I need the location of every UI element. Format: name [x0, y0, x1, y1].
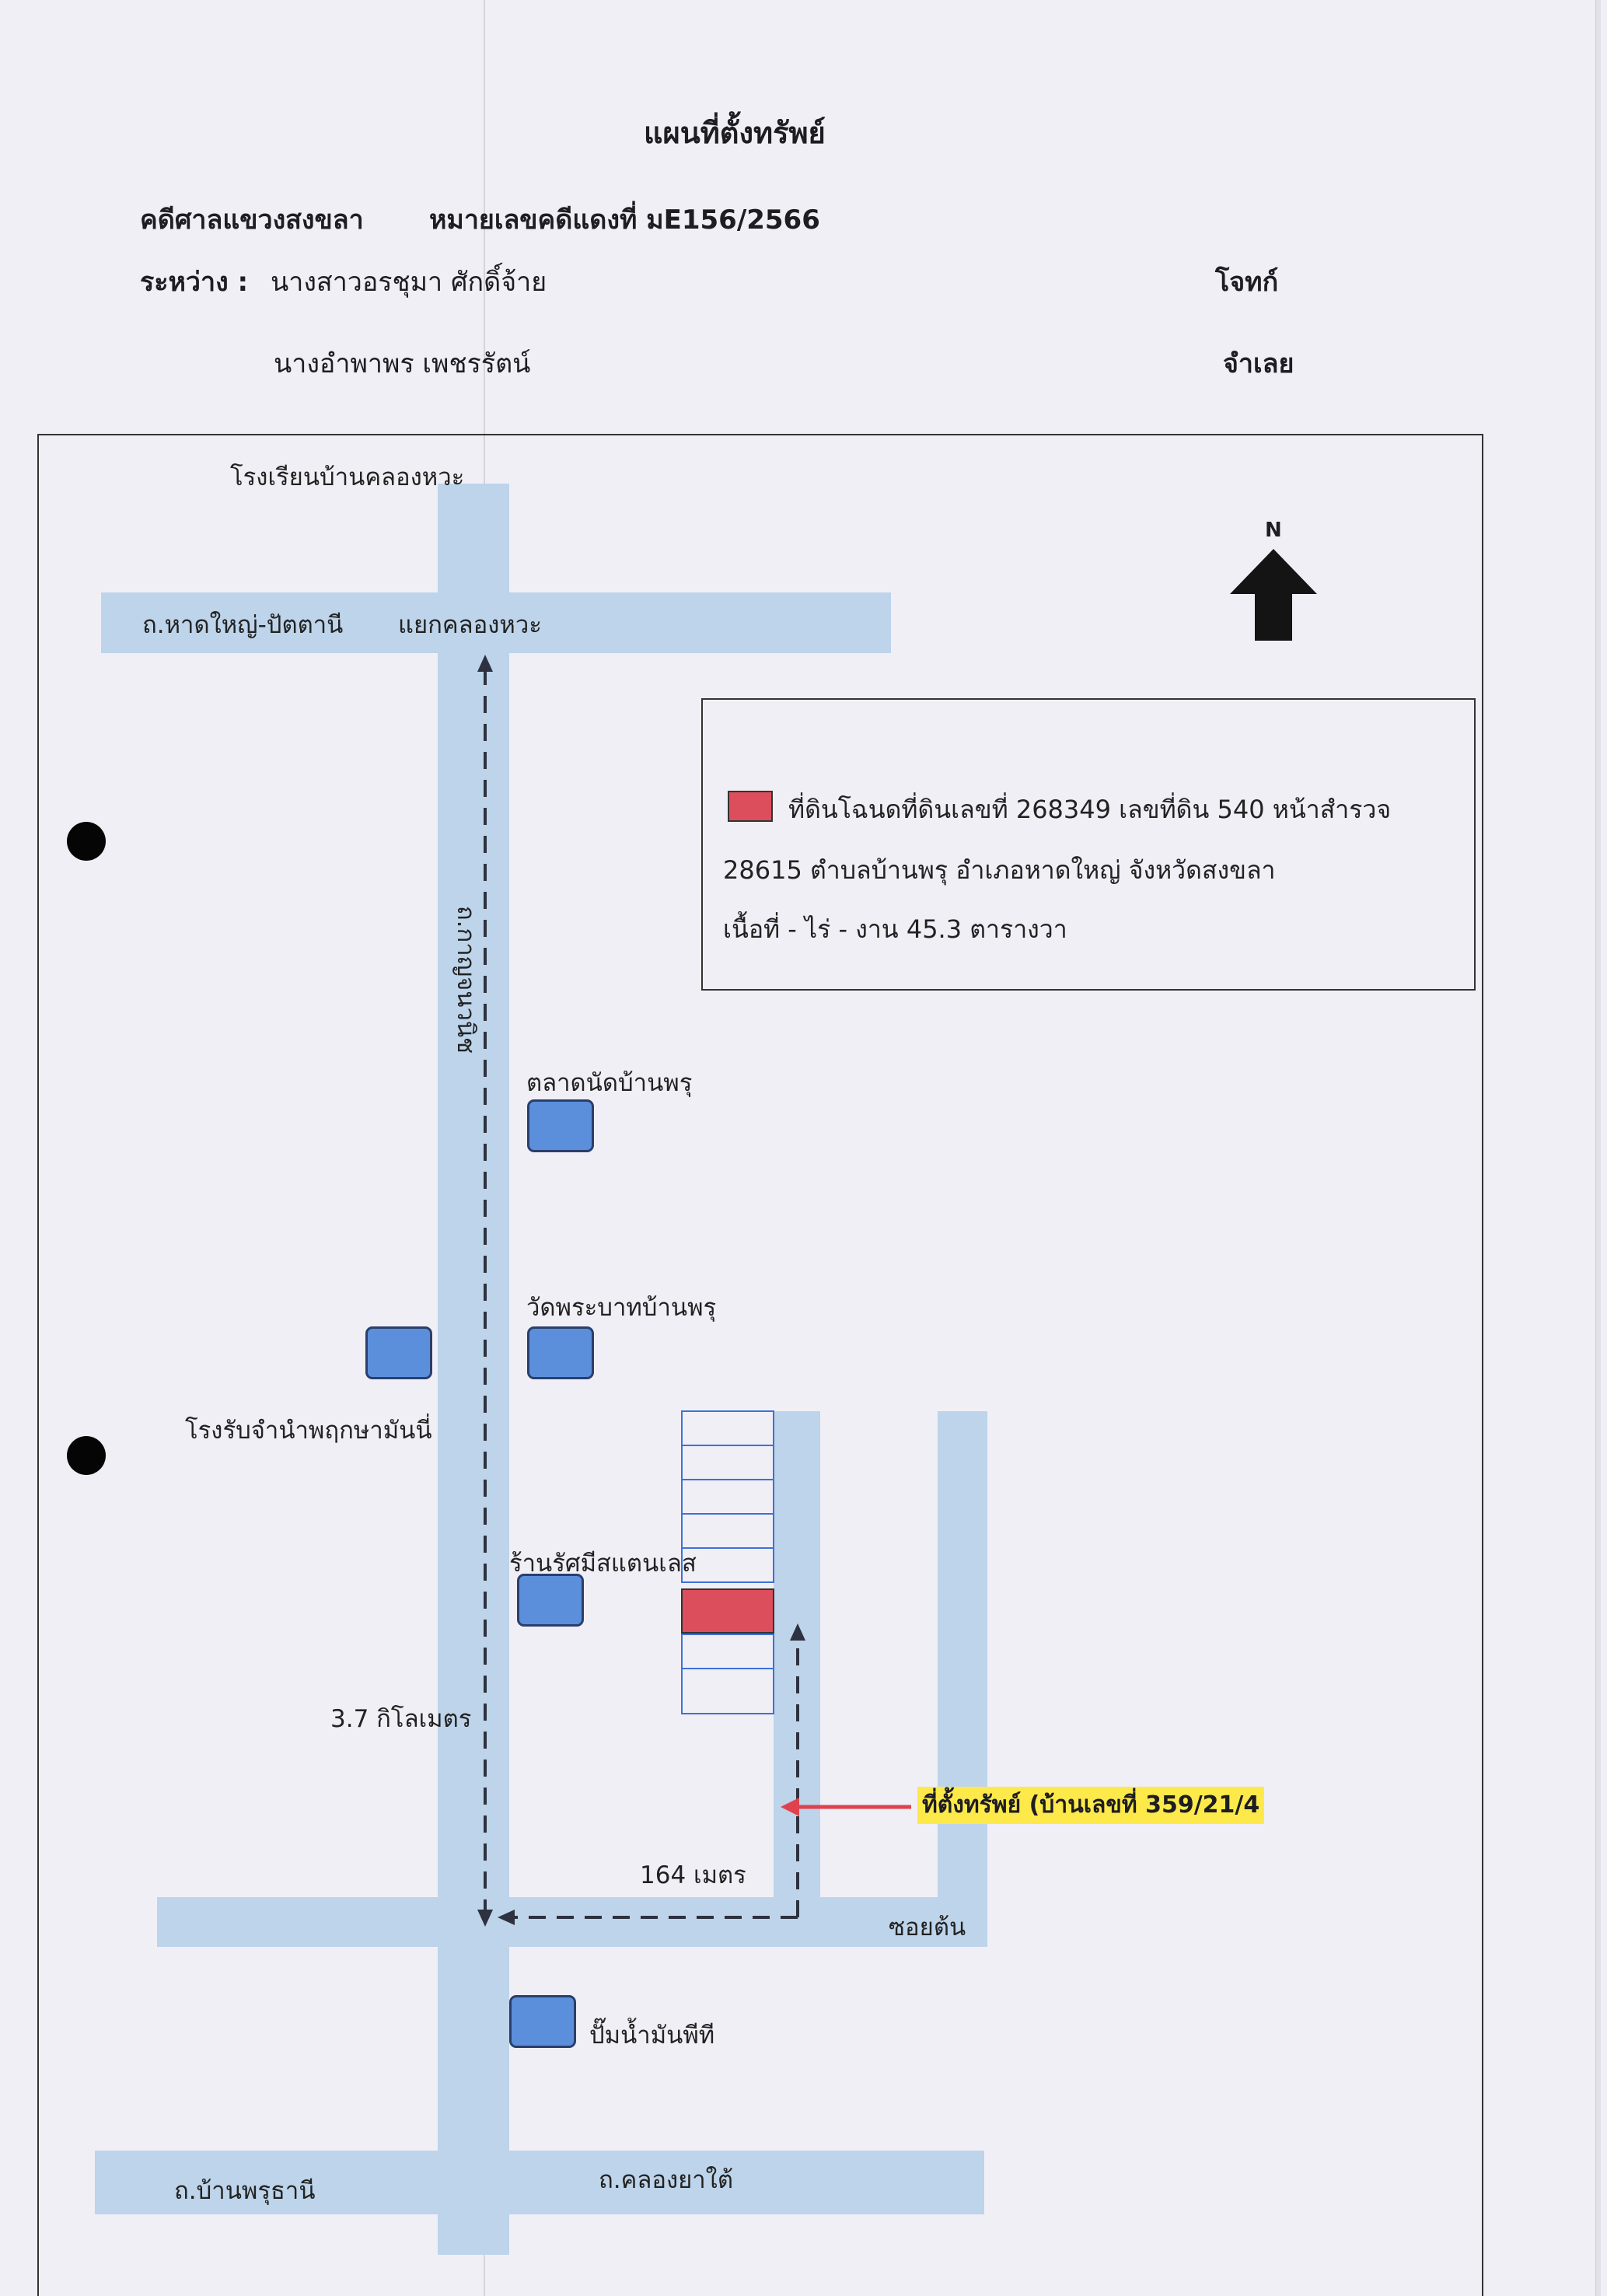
compass-label: N — [1265, 519, 1282, 542]
page-edge — [1595, 0, 1601, 2296]
page-title: แผนที่ตั้งทรัพย์ — [644, 116, 826, 150]
road-ban-phru-thani — [95, 2151, 984, 2214]
road-soi-ton — [157, 1897, 987, 1947]
label-temple: วัดพระบาทบ้านพรุ — [526, 1294, 717, 1322]
property-label: ที่ตั้งทรัพย์ (บ้านเลขที่ 359/21/4 — [917, 1787, 1265, 1824]
label-rubber-buyer: โรงรับจำนำพฤกษามันนี่ — [185, 1417, 432, 1445]
defendant-role: จำเลย — [1223, 348, 1294, 379]
land-lot — [681, 1668, 774, 1714]
label-school: โรงเรียนบ้านคลองหวะ — [230, 463, 465, 491]
label-gas-station: ปั๊มน้ำมันพีที — [589, 2022, 715, 2050]
rubber-buyer-building — [365, 1326, 432, 1379]
label-ban-phru-thani: ถ.บ้านพรุธานี — [174, 2177, 316, 2205]
route-arrowhead-south — [477, 1910, 493, 1927]
map-frame — [37, 434, 1483, 2296]
label-market: ตลาดนัดบ้านพรุ — [526, 1069, 693, 1097]
legend-line-1: ที่ดินโฉนดที่ดินเลขที่ 268349 เลขที่ดิน … — [788, 795, 1392, 824]
legend-swatch — [728, 791, 773, 822]
legend-line-2: 28615 ตำบลบ้านพรุ อำเภอหาดใหญ่ จังหวัดสง… — [723, 855, 1276, 885]
defendant-name: นางอำพาพร เพชรรัตน์ — [274, 348, 531, 379]
subject-land-lot — [681, 1588, 774, 1634]
label-khlong-wa-junction: แยกคลองหวะ — [398, 611, 542, 639]
route-arrowhead-west — [498, 1910, 515, 1925]
binder-hole — [67, 822, 106, 861]
distance-main-road: 3.7 กิโลเมตร — [330, 1705, 472, 1733]
temple-building — [527, 1326, 594, 1379]
route-arrowhead-north — [477, 655, 493, 672]
road-kanchanavanich — [438, 484, 509, 2255]
legend-line-3: เนื้อที่ - ไร่ - งาน 45.3 ตารางวา — [723, 914, 1067, 944]
plaintiff-role: โจทก์ — [1215, 267, 1279, 298]
label-soi-ton: ซอยต้น — [889, 1913, 966, 1941]
between-label: ระหว่าง : — [140, 267, 249, 298]
property-pointer-arrowhead — [781, 1798, 799, 1816]
gas-station-building — [509, 1995, 576, 2048]
market-building — [527, 1099, 594, 1152]
north-arrow-icon — [1230, 549, 1317, 641]
distance-soi: 164 เมตร — [640, 1861, 746, 1889]
route-arrowhead-lot — [790, 1623, 805, 1641]
binder-hole — [67, 1436, 106, 1475]
road-hatyai-pattani — [101, 592, 891, 653]
legend-box: ที่ดินโฉนดที่ดินเลขที่ 268349 เลขที่ดิน … — [701, 698, 1476, 991]
label-khlong-yatai: ถ.คลองยาใต้ — [599, 2166, 733, 2194]
plaintiff-name: นางสาวอรชุมา ศักดิ์จ้าย — [271, 267, 547, 298]
label-hatyai-pattani: ถ.หาดใหญ่-ปัตตานี — [142, 611, 344, 639]
label-stainless-shop: ร้านรัศมีสแตนเลส — [509, 1550, 697, 1578]
land-lot — [681, 1547, 774, 1583]
stainless-shop-building — [517, 1574, 584, 1627]
red-case-number: หมายเลขคดีแดงที่ มE156/2566 — [429, 204, 820, 236]
court-name: คดีศาลแขวงสงขลา — [140, 204, 364, 236]
